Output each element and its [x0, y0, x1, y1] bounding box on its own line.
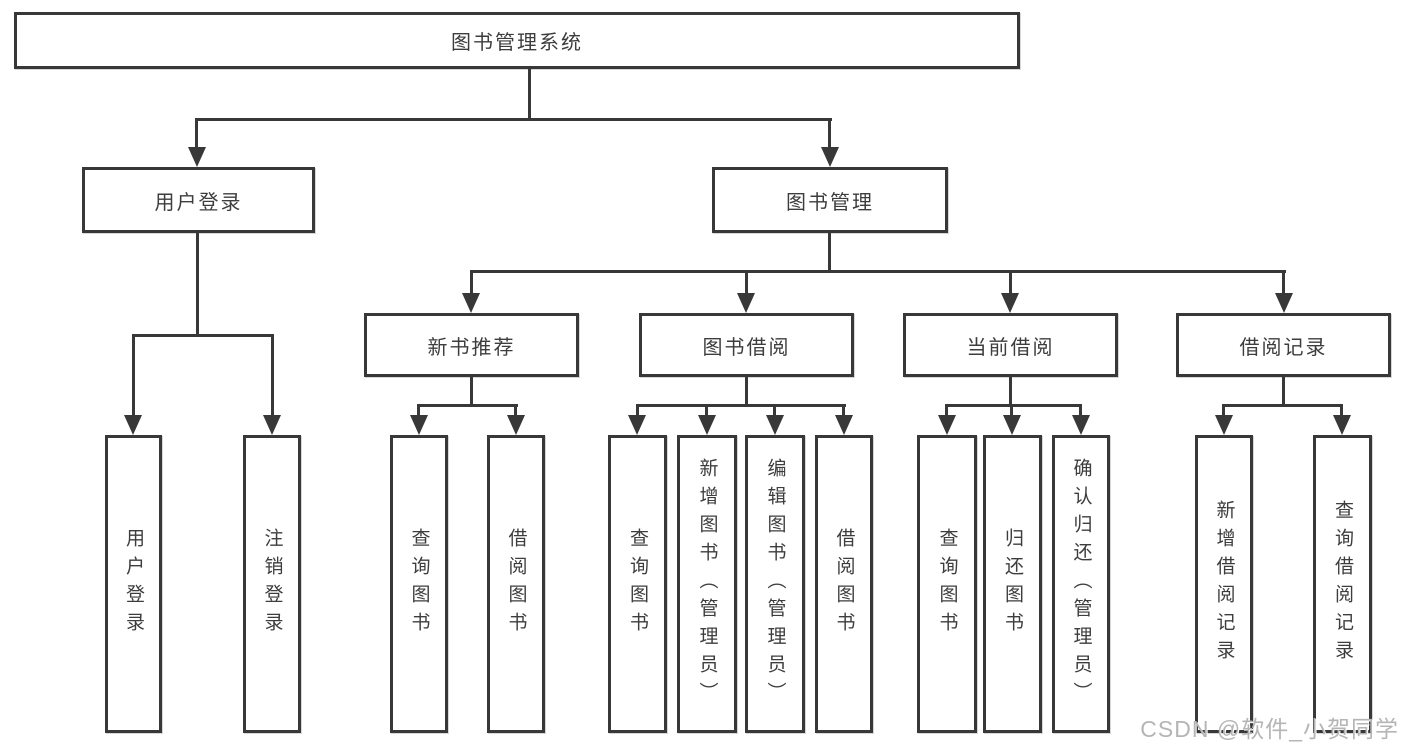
connector-line: [636, 404, 846, 407]
node-borrow-records: 借阅记录: [1176, 313, 1391, 377]
connector-line: [1010, 404, 1013, 418]
leaf-records-add-record-label: 新增借阅记录: [1213, 500, 1235, 668]
leaf-records-query-record: 查询借阅记录: [1313, 435, 1372, 733]
connector-line: [745, 377, 748, 405]
node-new-book-recommend-label: 新书推荐: [427, 336, 516, 359]
connector-line: [528, 69, 531, 118]
connector-line: [1222, 404, 1343, 407]
connector-line: [1079, 404, 1082, 418]
connector-line: [417, 404, 420, 418]
arrow-down-icon: [698, 415, 716, 435]
leaf-borrow-add-books-admin: 新增图书（管理员）: [677, 435, 737, 733]
csdn-watermark: CSDN @软件_小贺同学: [1140, 716, 1399, 742]
connector-line: [1282, 377, 1285, 405]
leaf-current-query-books: 查询图书: [917, 435, 977, 733]
node-user-login: 用户登录: [82, 167, 315, 233]
node-borrow-records-label: 借阅记录: [1239, 336, 1328, 359]
connector-line: [705, 404, 708, 418]
leaf-recommend-query-books-label: 查询图书: [408, 528, 430, 640]
connector-line: [470, 270, 473, 295]
connector-line: [1009, 377, 1012, 405]
arrow-down-icon: [1215, 415, 1233, 435]
leaf-current-confirm-return-admin: 确认归还（管理员）: [1052, 435, 1110, 733]
connector-line: [470, 270, 1286, 273]
leaf-borrow-edit-books-admin-label: 编辑图书（管理员）: [764, 458, 786, 710]
arrow-down-icon: [835, 415, 853, 435]
leaf-recommend-borrow-books: 借阅图书: [487, 435, 545, 733]
arrow-down-icon: [628, 415, 646, 435]
connector-line: [773, 404, 776, 418]
connector-line: [842, 404, 845, 418]
connector-line: [636, 404, 639, 418]
node-root-label: 图书管理系统: [451, 32, 583, 54]
leaf-borrow-borrow-books: 借阅图书: [815, 435, 873, 733]
connector-line: [196, 118, 832, 121]
connector-line: [1222, 404, 1225, 418]
connector-line: [745, 270, 748, 295]
arrow-down-icon: [1275, 293, 1293, 313]
node-current-borrow-label: 当前借阅: [966, 336, 1055, 359]
connector-line: [1282, 270, 1285, 295]
connector-line: [945, 404, 1082, 407]
leaf-current-return-books-label: 归还图书: [1002, 528, 1023, 640]
arrow-down-icon: [1333, 415, 1351, 435]
leaf-login-user-login: 用户登录: [105, 435, 162, 733]
leaf-current-return-books: 归还图书: [983, 435, 1042, 733]
connector-line: [1009, 270, 1012, 295]
node-book-borrow: 图书借阅: [639, 313, 854, 377]
node-root-system: 图书管理系统: [14, 12, 1020, 69]
connector-line: [828, 233, 831, 270]
connector-line: [1340, 404, 1343, 418]
arrow-down-icon: [737, 293, 755, 313]
leaf-login-user-login-label: 用户登录: [123, 528, 144, 640]
arrow-down-icon: [507, 415, 525, 435]
node-book-management: 图书管理: [712, 167, 948, 233]
arrow-down-icon: [188, 147, 206, 167]
node-current-borrow: 当前借阅: [903, 313, 1118, 377]
node-user-login-label: 用户登录: [154, 191, 243, 214]
leaf-borrow-query-books-label: 查询图书: [627, 528, 648, 640]
leaf-login-logout: 注销登录: [243, 435, 301, 733]
leaf-borrow-query-books: 查询图书: [608, 435, 667, 733]
leaf-borrow-edit-books-admin: 编辑图书（管理员）: [745, 435, 805, 733]
node-book-management-label: 图书管理: [786, 191, 874, 214]
connector-line: [196, 233, 199, 334]
connector-line: [132, 334, 274, 337]
arrow-down-icon: [1001, 293, 1019, 313]
connector-line: [271, 334, 274, 417]
connector-line: [945, 404, 948, 418]
leaf-records-add-record: 新增借阅记录: [1195, 435, 1253, 733]
connector-line: [828, 118, 831, 149]
leaf-login-logout-label: 注销登录: [261, 528, 283, 640]
arrow-down-icon: [766, 415, 784, 435]
leaf-borrow-borrow-books-label: 借阅图书: [833, 528, 855, 640]
leaf-records-query-record-label: 查询借阅记录: [1332, 500, 1353, 668]
connector-line: [132, 334, 135, 417]
connector-line: [514, 404, 517, 418]
leaf-recommend-query-books: 查询图书: [390, 435, 448, 733]
arrow-down-icon: [1003, 415, 1021, 435]
leaf-current-query-books-label: 查询图书: [936, 528, 958, 640]
leaf-borrow-add-books-admin-label: 新增图书（管理员）: [696, 458, 718, 710]
arrow-down-icon: [124, 415, 142, 435]
connector-line: [470, 377, 473, 405]
node-new-book-recommend: 新书推荐: [364, 313, 579, 377]
arrow-down-icon: [263, 415, 281, 435]
arrow-down-icon: [821, 147, 839, 167]
connector-line: [195, 118, 198, 149]
arrow-down-icon: [462, 293, 480, 313]
arrow-down-icon: [938, 415, 956, 435]
leaf-recommend-borrow-books-label: 借阅图书: [505, 528, 527, 640]
arrow-down-icon: [1072, 415, 1090, 435]
leaf-current-confirm-return-admin-label: 确认归还（管理员）: [1070, 458, 1092, 710]
connector-line: [418, 404, 518, 407]
arrow-down-icon: [410, 415, 428, 435]
node-book-borrow-label: 图书借阅: [702, 336, 791, 359]
